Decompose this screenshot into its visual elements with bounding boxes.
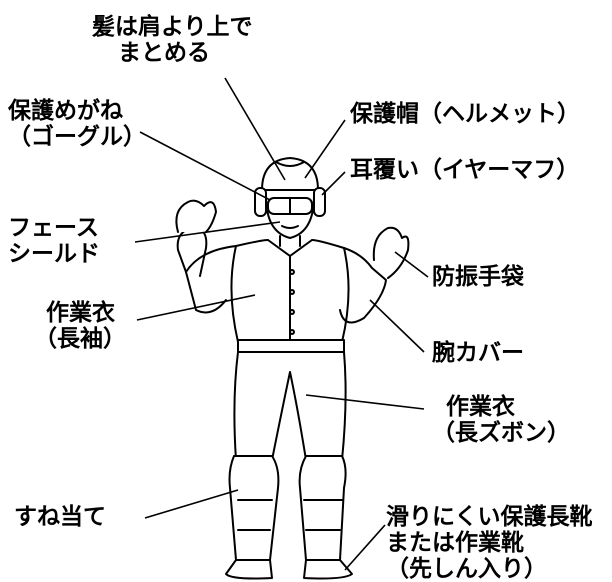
belt — [237, 339, 345, 353]
leader-hair — [224, 77, 286, 181]
label-goggles: 保護めがね （ゴーグル） — [8, 98, 146, 150]
label-trousers: 作業衣 （長ズボン） — [432, 394, 570, 446]
left-glove — [175, 199, 217, 233]
leader-boots — [344, 524, 386, 571]
leader-shin-guards — [144, 489, 239, 519]
label-hair: 髪は肩より上で まとめる — [92, 14, 253, 66]
right-glove — [372, 226, 410, 279]
leader-earmuffs — [321, 171, 346, 196]
leader-arm-cover — [369, 299, 425, 353]
boot-right — [303, 559, 353, 580]
boot-left — [225, 559, 273, 580]
label-gloves: 防振手袋 — [432, 264, 524, 290]
leader-gloves — [394, 251, 429, 278]
label-shirt: 作業衣 （長袖） — [34, 300, 126, 352]
label-boots: 滑りにくい保護長靴 または作業靴 （先しん入り） — [386, 504, 593, 582]
leader-face-shield — [134, 221, 281, 243]
leader-shirt — [136, 294, 256, 321]
leader-trousers — [305, 394, 425, 410]
leader-goggles — [139, 131, 271, 201]
label-earmuffs: 耳覆い（イヤーマフ） — [350, 157, 580, 183]
label-helmet: 保護帽（ヘルメット） — [350, 101, 580, 127]
leader-helmet — [304, 119, 346, 179]
label-arm-cover: 腕カバー — [432, 340, 524, 366]
label-shin-guards: すね当て — [14, 504, 106, 530]
label-face-shield: フェース シールド — [8, 215, 100, 267]
